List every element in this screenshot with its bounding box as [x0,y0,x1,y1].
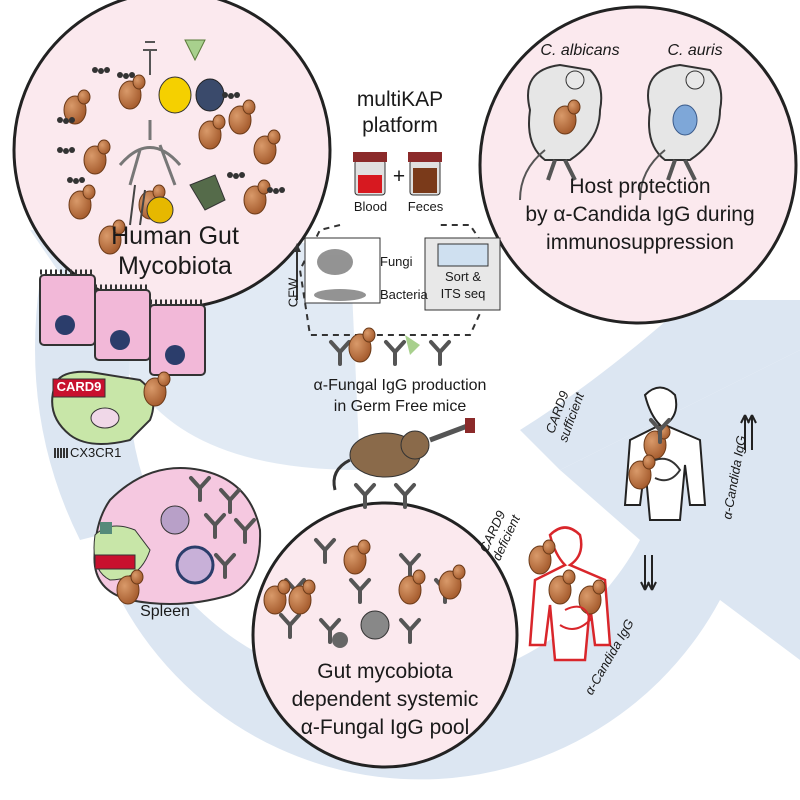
germ-free-mouse [332,418,475,509]
cfw-axis-label: CFW [285,277,301,308]
spleen [93,467,262,605]
multikap-platform [293,152,502,366]
blood-label: Blood [353,199,388,214]
fungi-label: Fungi [380,254,413,269]
igg-pool-circle [251,501,519,769]
platform-title-line1: multiKAP [356,88,444,111]
card9-sufficient-human [623,386,757,521]
igg-production-line1: α-Fungal IgG production [313,377,487,394]
pool-line2: dependent systemic [291,688,479,711]
card9-badge: CARD9 [56,379,102,394]
mouse-albicans [519,63,603,201]
platform-title-line2: platform [362,114,438,137]
species-auris: C. auris [667,42,723,59]
macrophage [51,370,171,458]
feces-label: Feces [407,199,444,214]
pool-line1: Gut mycobiota [317,660,453,683]
plus-sign: + [392,165,406,188]
card9-deficient-human [528,526,657,662]
gut-mycobiota-circle [12,0,332,310]
spleen-label: Spleen [140,603,190,620]
cx3cr1-label: CX3CR1 [70,445,122,460]
gut-title-line1: Human Gut [111,222,239,250]
protection-line3: immunosuppression [546,231,734,254]
bacteria-label: Bacteria [380,287,428,302]
protection-line2: by α-Candida IgG during [525,203,755,226]
mouse-auris [639,63,723,201]
sort-label-line1: Sort & [444,269,482,284]
sort-label-line2: ITS seq [440,286,486,301]
protection-line1: Host protection [569,175,711,198]
host-protection-circle [478,5,798,325]
species-albicans: C. albicans [540,42,620,59]
gut-title-line2: Mycobiota [118,252,232,280]
igg-production-line2: in Germ Free mice [333,398,467,415]
pool-line3: α-Fungal IgG pool [300,716,470,739]
epithelium [39,269,206,376]
